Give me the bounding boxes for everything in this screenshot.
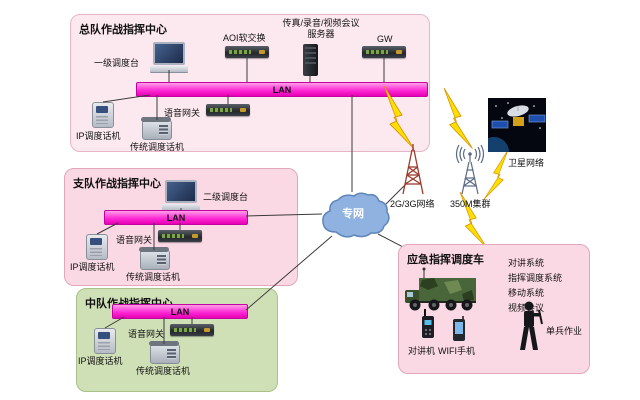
squadron-voice-gateway-label: 语音网关 — [128, 329, 165, 339]
detachment-voice-gateway-label: 语音网关 — [116, 235, 153, 245]
vehicle-system-intercom: 对讲系统 — [508, 258, 545, 268]
detachment-ip-phone-label: IP调度话机 — [70, 262, 115, 272]
cloud-shape — [322, 192, 390, 238]
satellite-network-label: 卫星网络 — [508, 158, 545, 168]
voice-gateway-icon — [206, 104, 250, 116]
voice-gateway-icon — [170, 324, 214, 336]
dispatch-console-icon — [150, 42, 188, 72]
softswitch-icon — [225, 46, 269, 58]
vehicle-system-mobile: 移动系统 — [508, 288, 545, 298]
desk-phone-icon — [139, 247, 170, 270]
soldier-label: 单兵作业 — [546, 326, 583, 336]
truck-icon — [405, 267, 476, 311]
walkie-talkie-label: 对讲机 — [408, 346, 436, 356]
hq-server-label: 传真/录音/视频会议服务器 — [282, 18, 360, 40]
vehicle-panel: 应急指挥调度车 — [398, 244, 590, 374]
dispatch-console-icon — [162, 180, 200, 210]
hq-gw-label: GW — [377, 34, 393, 44]
ip-phone-icon — [92, 102, 114, 128]
hq-console-label: 一级调度台 — [94, 58, 140, 68]
vehicle-title: 应急指挥调度车 — [407, 254, 484, 266]
soldier-icon — [520, 301, 543, 350]
squadron-ip-phone-label: IP调度话机 — [78, 356, 123, 366]
desk-phone-icon — [141, 117, 172, 140]
cell-tower-icon — [402, 144, 424, 195]
server-icon — [303, 44, 318, 76]
private-network-cloud: 专网 — [316, 190, 390, 240]
squadron-lan-bus: LAN — [112, 304, 248, 319]
lightning-bolt-icon — [443, 87, 474, 150]
vehicle-system-dispatch: 指挥调度系统 — [508, 273, 563, 283]
detachment-title: 支队作战指挥中心 — [73, 178, 161, 190]
desk-phone-icon — [149, 341, 180, 364]
trunking-network-label: 350M集群 — [450, 199, 491, 209]
squadron-trad-phone-label: 传统调度话机 — [136, 366, 191, 376]
detachment-console-label: 二级调度台 — [203, 192, 249, 202]
hq-lan-bus: LAN — [136, 82, 428, 97]
hq-voice-gateway-label: 语音网关 — [164, 108, 201, 118]
wifi-phone-label: WIFI手机 — [438, 346, 475, 356]
detachment-trad-phone-label: 传统调度话机 — [126, 272, 181, 282]
ip-phone-icon — [94, 328, 116, 354]
trunking-antenna-icon — [455, 144, 485, 195]
hq-ip-phone-label: IP调度话机 — [76, 131, 121, 141]
hq-softswitch-label: AOI软交换 — [223, 33, 266, 43]
hq-trad-phone-label: 传统调度话机 — [130, 142, 185, 152]
cellular-network-label: 2G/3G网络 — [390, 199, 435, 209]
detachment-lan-bus: LAN — [104, 210, 248, 225]
wifi-phone-icon — [453, 316, 465, 341]
ip-phone-icon — [86, 234, 108, 260]
voice-gateway-icon — [158, 230, 202, 242]
cloud-label: 专网 — [342, 208, 364, 220]
satellite-image — [488, 98, 546, 152]
gateway-icon — [362, 46, 406, 58]
walkie-talkie-icon — [422, 309, 434, 338]
hq-title: 总队作战指挥中心 — [79, 24, 167, 36]
